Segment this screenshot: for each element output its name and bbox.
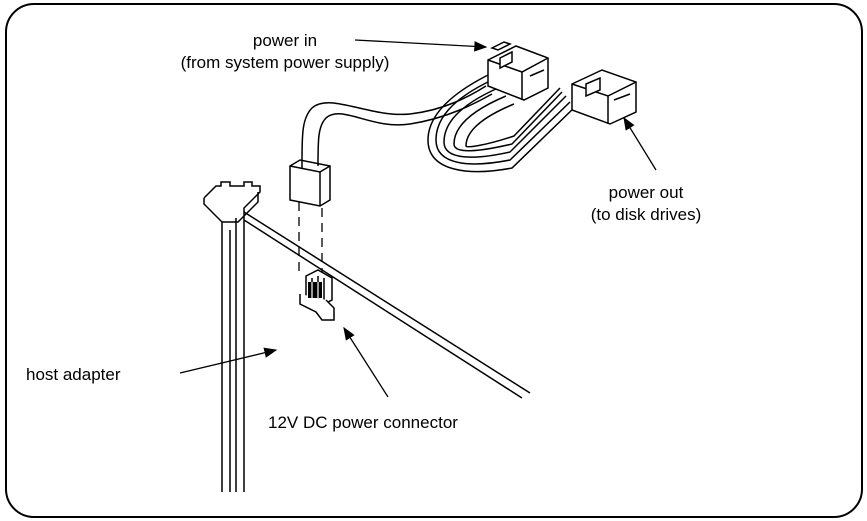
power-in-label: power in (from system power supply) <box>150 30 420 74</box>
alignment-guides <box>298 202 323 272</box>
power-out-subtitle: (to disk drives) <box>590 205 702 224</box>
power-connector-arrow <box>343 326 389 398</box>
small-cable-plug <box>289 159 331 207</box>
power-in-subtitle: (from system power supply) <box>180 53 390 72</box>
power-connector-label: 12V DC power connector <box>268 413 458 432</box>
power-in-arrow <box>354 39 488 52</box>
host-adapter-arrow <box>179 347 278 374</box>
host-adapter-label: host adapter <box>26 365 121 384</box>
power-out-arrow <box>623 116 657 171</box>
callout-arrows <box>179 39 657 398</box>
host-adapter-bracket <box>203 181 261 492</box>
dc-connector-header <box>299 269 335 321</box>
power-out-molex-connector <box>571 69 637 125</box>
host-adapter-card <box>243 211 531 399</box>
diagram-frame <box>5 3 863 518</box>
power-out-title: power out <box>608 183 684 202</box>
power-in-molex-connector <box>487 41 549 101</box>
ribbon-cable <box>427 73 577 173</box>
power-out-label: power out (to disk drives) <box>546 182 746 226</box>
power-in-title: power in <box>252 31 318 50</box>
thin-cable <box>301 85 493 167</box>
